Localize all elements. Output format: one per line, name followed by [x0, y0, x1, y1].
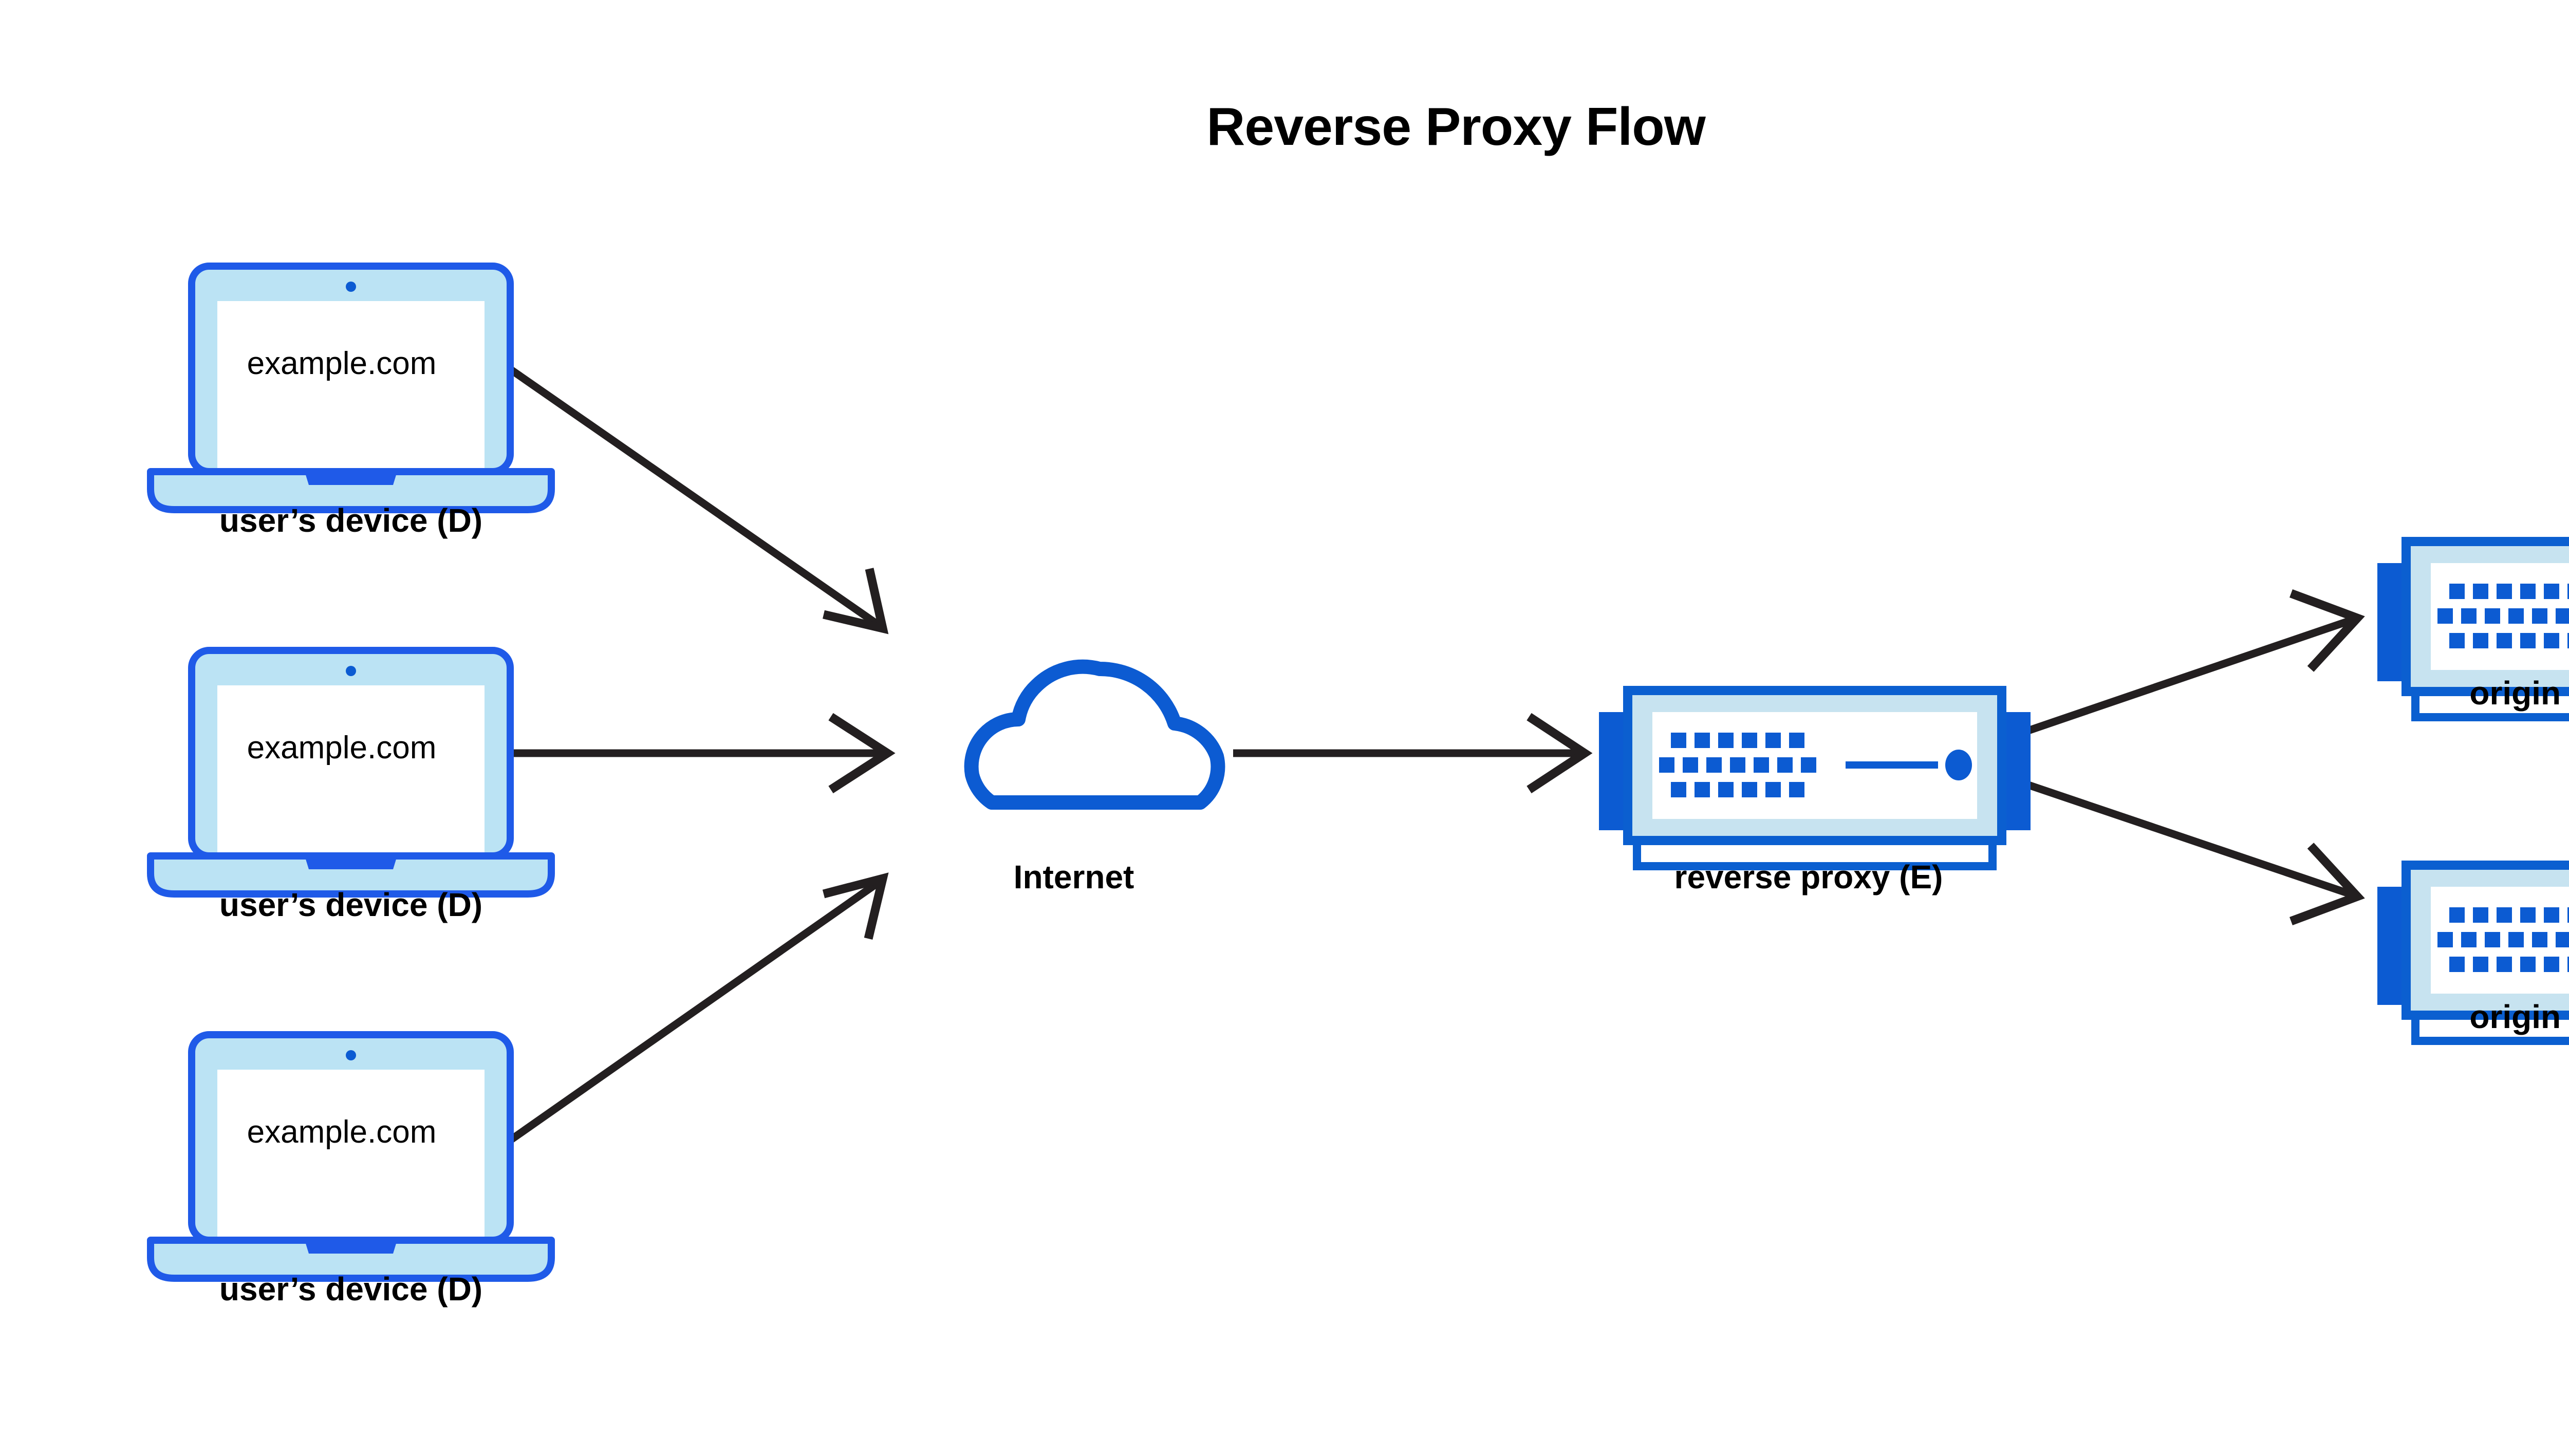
device-1-label: user’s device (D)	[219, 502, 483, 539]
origin-server-1-label: origin server (F)	[2469, 675, 2569, 712]
device-3-label: user’s device (D)	[219, 1271, 483, 1308]
edge-proxy-to-origin1	[2000, 589, 2365, 744]
device-2-label: user’s device (D)	[219, 886, 483, 923]
node-device-2[interactable]	[151, 650, 551, 894]
page-title: Reverse Proxy Flow	[1206, 97, 1705, 157]
device-2-screen-text: example.com	[247, 730, 437, 766]
device-3-screen-text: example.com	[247, 1114, 437, 1150]
edge-device3-to-internet	[509, 872, 889, 1143]
edge-device2-to-internet	[511, 713, 896, 794]
internet-label: Internet	[1013, 858, 1134, 895]
node-device-3[interactable]	[151, 1035, 551, 1278]
edge-internet-to-proxy	[1233, 713, 1593, 794]
device-1-screen-text: example.com	[247, 346, 437, 381]
node-internet[interactable]	[972, 667, 1218, 802]
node-reverse-proxy[interactable]	[1599, 690, 2031, 866]
origin-server-2-label: origin server (F)	[2469, 998, 2569, 1035]
edge-device1-to-internet	[509, 366, 889, 634]
node-device-1[interactable]	[151, 266, 551, 510]
reverse-proxy-label: reverse proxy (E)	[1674, 858, 1943, 895]
edge-proxy-to-origin2	[2000, 772, 2365, 925]
